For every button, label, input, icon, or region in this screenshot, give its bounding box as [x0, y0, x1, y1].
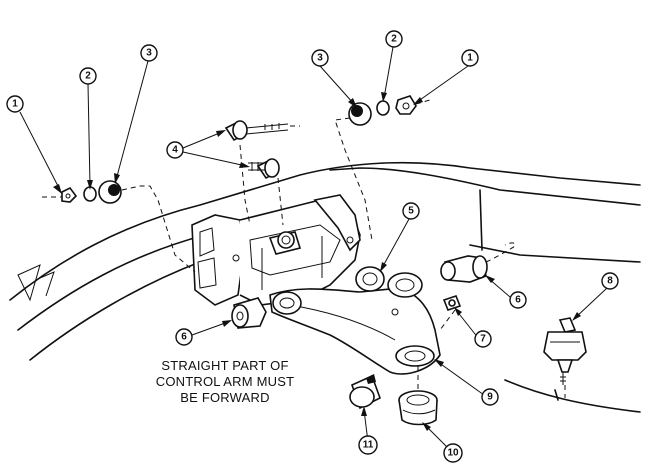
callout-1-right: 1: [461, 49, 479, 67]
callout-10: 10: [443, 443, 463, 463]
ball-joint-8: [543, 317, 587, 385]
svg-text:7: 7: [480, 334, 486, 345]
installation-note: STRAIGHT PART OF CONTROL ARM MUST BE FOR…: [140, 358, 310, 406]
bumper-11: [349, 374, 381, 410]
note-line-3: BE FORWARD: [180, 390, 270, 405]
svg-text:6: 6: [181, 332, 187, 343]
leader-lines: [19, 46, 608, 451]
bushing-5: [355, 266, 385, 292]
frame-bracket: [191, 194, 361, 306]
callout-7: 7: [474, 330, 492, 348]
bushing-6-left: [231, 297, 267, 329]
note-line-1: STRAIGHT PART OF: [161, 358, 289, 373]
hardware-right: [334, 95, 431, 241]
callout-4: 4: [166, 141, 184, 159]
callout-9: 9: [481, 388, 499, 406]
svg-text:4: 4: [172, 145, 178, 156]
grease-fitting-7: [442, 295, 462, 311]
svg-text:9: 9: [487, 392, 493, 403]
svg-text:1: 1: [12, 99, 18, 110]
svg-text:6: 6: [515, 295, 521, 306]
callout-11: 11: [358, 435, 378, 455]
svg-text:2: 2: [85, 71, 91, 82]
upper-control-arm: [269, 272, 441, 375]
svg-text:8: 8: [607, 276, 613, 287]
svg-text:1: 1: [467, 53, 473, 64]
callout-2-right: 2: [385, 30, 403, 48]
callout-8: 8: [601, 272, 619, 290]
svg-text:3: 3: [146, 48, 152, 59]
svg-text:11: 11: [363, 440, 374, 451]
frame-rail: [9, 161, 641, 413]
svg-text:3: 3: [317, 53, 323, 64]
callout-6-left: 6: [175, 328, 193, 346]
callout-3-left: 3: [140, 44, 158, 62]
svg-text:10: 10: [447, 448, 459, 459]
callout-2-left: 2: [79, 67, 97, 85]
callout-5: 5: [402, 202, 420, 220]
svg-text:5: 5: [408, 206, 414, 217]
callout-3-right: 3: [311, 49, 329, 67]
note-line-2: CONTROL ARM MUST: [155, 374, 295, 389]
bolt-set-4: [224, 120, 289, 180]
callout-1-left: 1: [6, 95, 24, 113]
bushing-6-right: [440, 255, 488, 283]
callout-6-right: 6: [509, 291, 527, 309]
svg-text:2: 2: [391, 34, 397, 45]
hardware-left: [42, 180, 196, 273]
dust-boot-10: [398, 390, 438, 426]
